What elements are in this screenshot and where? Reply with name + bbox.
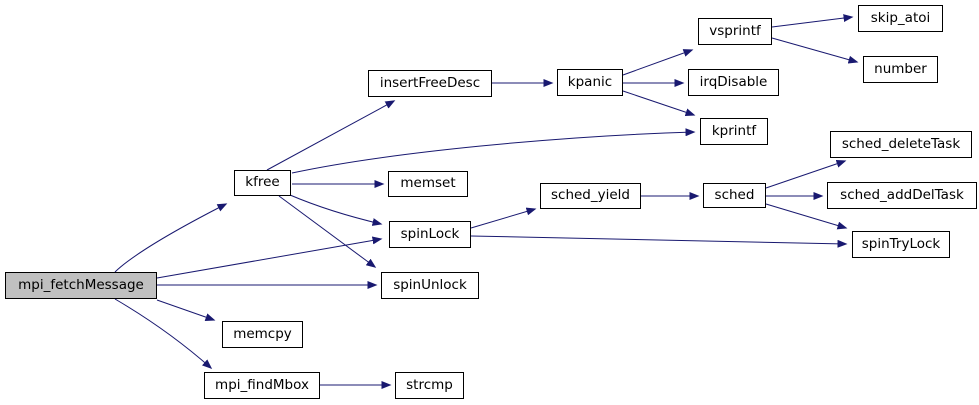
edge-sched-to-spinTryLock — [765, 203, 848, 230]
edge-mpi_fetchMessage-to-memcpy — [156, 299, 216, 321]
edge-sched-to-sched_deleteTask — [765, 159, 847, 189]
node-number[interactable]: number — [863, 56, 938, 83]
edge-kpanic-to-kprintf — [622, 90, 696, 117]
node-kfree[interactable]: kfree — [234, 170, 291, 196]
edge-vsprintf-to-number — [771, 37, 859, 64]
node-sched_addDelTask[interactable]: sched_addDelTask — [827, 182, 977, 209]
node-mpi_fetchMessage: mpi_fetchMessage — [5, 272, 157, 299]
edge-kfree-to-kprintf — [291, 128, 696, 174]
node-irqDisable[interactable]: irqDisable — [688, 69, 779, 96]
node-kpanic[interactable]: kpanic — [557, 69, 623, 96]
node-strcmp[interactable]: strcmp — [395, 372, 464, 399]
node-spinTryLock[interactable]: spinTryLock — [852, 231, 950, 258]
edge-spinLock-to-spinTryLock — [470, 235, 848, 248]
edge-mpi_fetchMessage-to-spinLock — [156, 236, 383, 279]
node-kprintf[interactable]: kprintf — [700, 118, 768, 145]
edge-kfree-to-insertFreeDesc — [266, 100, 396, 171]
node-mpi_findMbox[interactable]: mpi_findMbox — [204, 372, 320, 399]
node-sched[interactable]: sched — [703, 183, 766, 208]
edge-kpanic-to-vsprintf — [622, 49, 694, 76]
edge-vsprintf-to-skip_atoi — [771, 14, 854, 28]
node-memset[interactable]: memset — [388, 171, 468, 197]
node-memcpy[interactable]: memcpy — [222, 321, 303, 348]
node-insertFreeDesc[interactable]: insertFreeDesc — [368, 70, 492, 97]
node-vsprintf[interactable]: vsprintf — [698, 18, 772, 45]
node-spinLock[interactable]: spinLock — [389, 221, 471, 248]
edge-mpi_fetchMessage-to-mpi_findMbox — [114, 298, 213, 369]
node-sched_deleteTask[interactable]: sched_deleteTask — [830, 131, 972, 158]
edge-kfree-to-spinUnlock — [278, 195, 377, 268]
node-sched_yield[interactable]: sched_yield — [540, 183, 641, 209]
edge-mpi_fetchMessage-to-kfree — [114, 203, 228, 273]
edge-group — [114, 14, 859, 389]
node-skip_atoi[interactable]: skip_atoi — [858, 5, 943, 32]
edge-kfree-to-spinLock — [289, 194, 383, 226]
node-spinUnlock[interactable]: spinUnlock — [381, 272, 479, 299]
edge-spinLock-to-sched_yield — [470, 207, 537, 229]
